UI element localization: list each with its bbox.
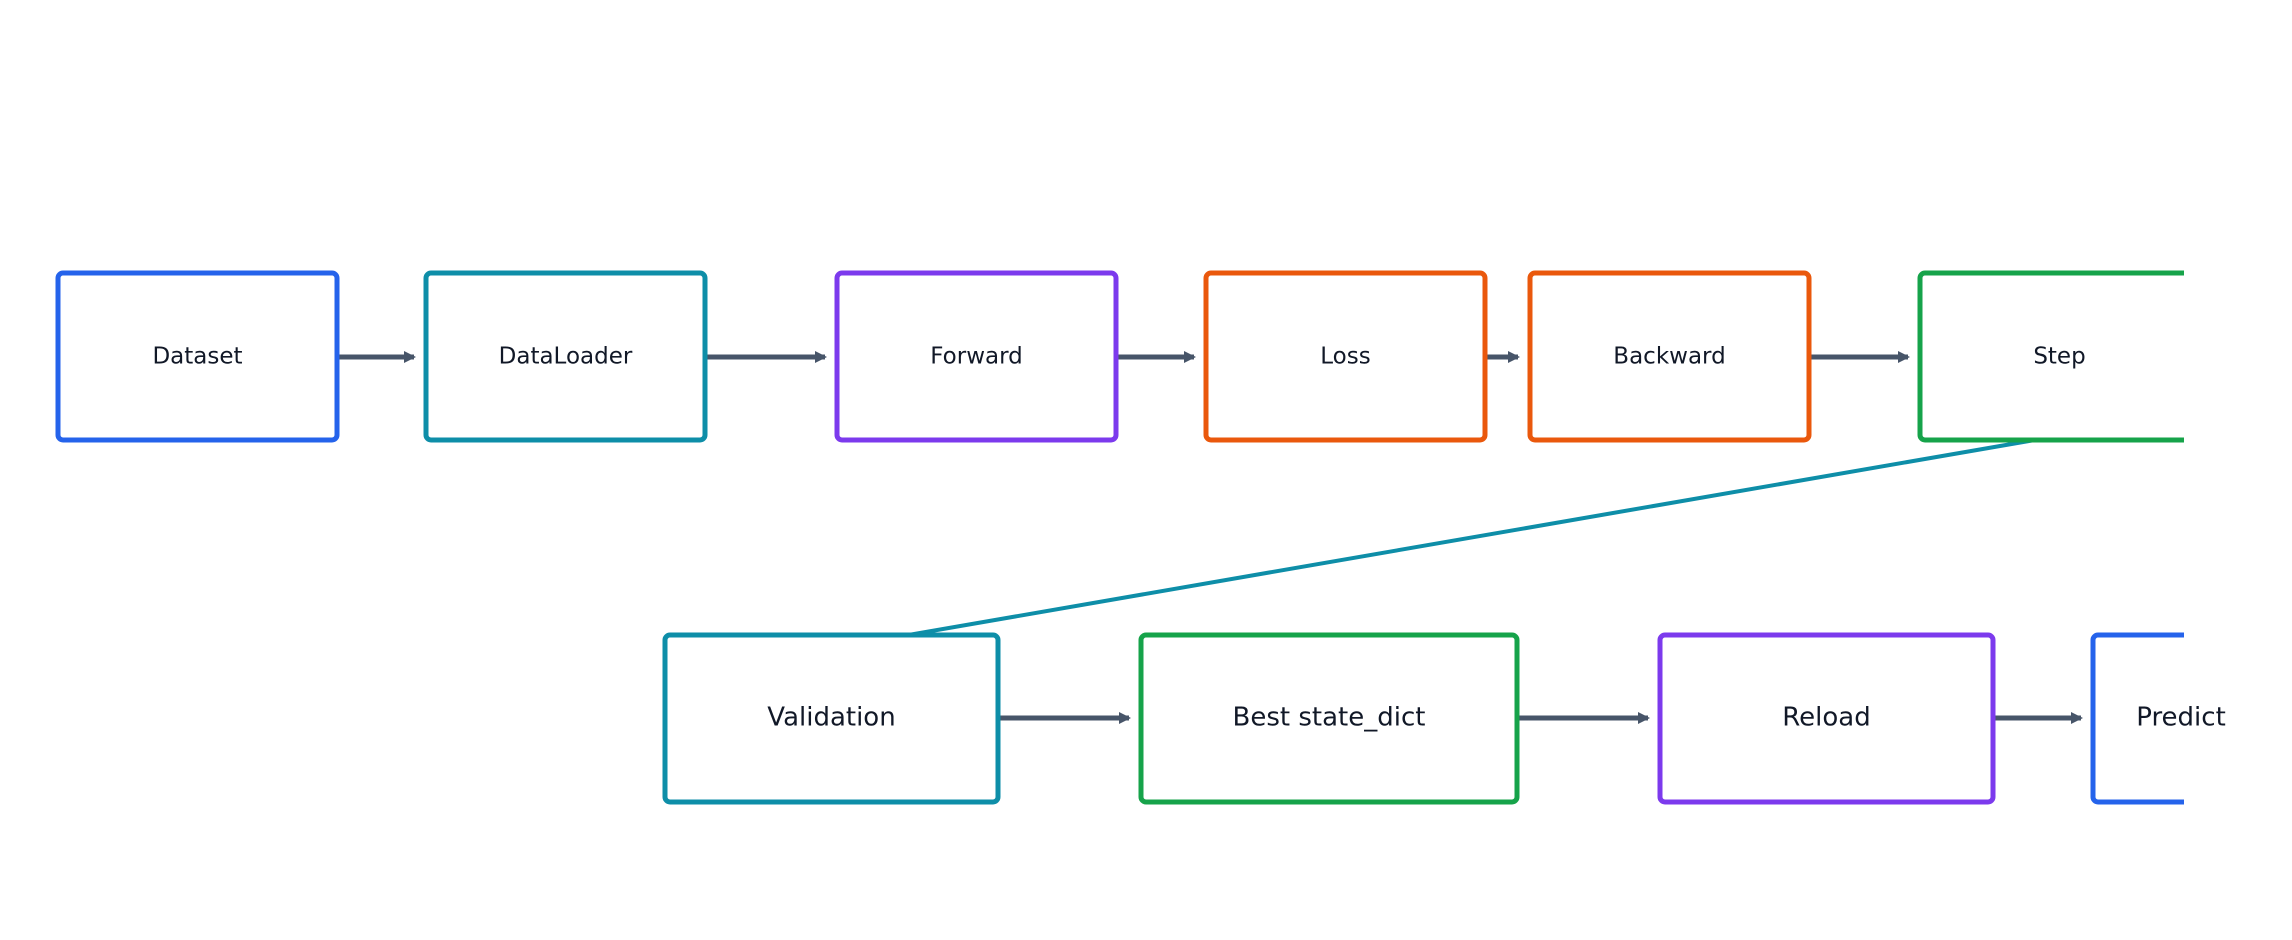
node-dataset: Dataset [55, 270, 340, 443]
node-box-validation [662, 632, 1001, 805]
edge-step-to-validation [871, 435, 2053, 649]
node-label-step: Step [2033, 344, 2085, 370]
node-backward: Backward [1527, 270, 1812, 443]
node-label-reload: Reload [1782, 703, 1870, 733]
node-reload: Reload [1657, 632, 1996, 805]
node-label-dataloader: DataLoader [499, 344, 633, 370]
node-label-loss: Loss [1320, 344, 1370, 370]
node-box-reload [1657, 632, 1996, 805]
node-box-best-state-dict [1138, 632, 1520, 805]
node-box-backward [1527, 270, 1812, 443]
node-label-backward: Backward [1613, 344, 1725, 370]
node-box-step [1917, 270, 2184, 443]
node-label-predict: Predict [2136, 703, 2226, 733]
node-forward: Forward [834, 270, 1119, 443]
node-predict [2090, 632, 2184, 805]
node-best-state-dict: Best state_dict [1138, 632, 1520, 805]
node-box-dataset [55, 270, 340, 443]
node-label-best-state-dict: Best state_dict [1233, 703, 1426, 733]
node-validation: Validation [662, 632, 1001, 805]
node-label-forward: Forward [930, 344, 1023, 370]
node-box-loss [1203, 270, 1488, 443]
node-label-validation: Validation [767, 703, 895, 733]
edges-layer [339, 351, 2083, 724]
node-dataloader: DataLoader [423, 270, 708, 443]
node-box-forward [834, 270, 1119, 443]
node-label-dataset: Dataset [152, 344, 242, 370]
node-loss: Loss [1203, 270, 1488, 443]
node-box-dataloader [423, 270, 708, 443]
node-step: Step [1917, 270, 2184, 443]
node-box-predict [2090, 632, 2184, 805]
